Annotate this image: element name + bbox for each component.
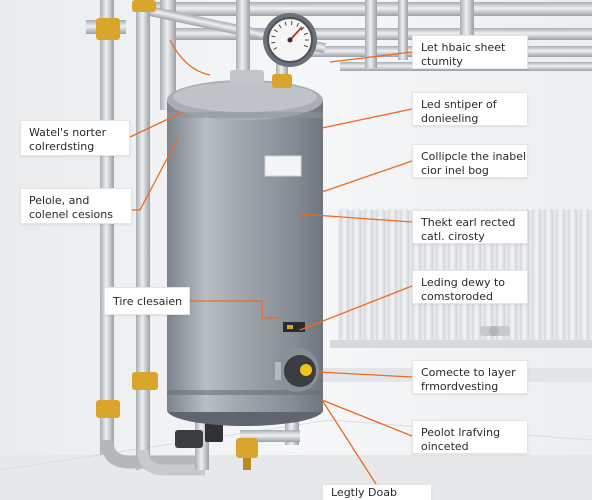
callout-text: donieeling — [421, 112, 479, 125]
leader-line — [169, 39, 211, 76]
callout-mid-right-1: Collipcle the inabel cior inel bog — [412, 144, 528, 178]
leader-line — [321, 399, 413, 437]
callout-left-2: Pelole, and colenel cesions — [20, 188, 132, 224]
callout-low-right-2: Peolot lrafving oinceted — [412, 420, 528, 454]
callout-text: Comecte to layer — [421, 366, 516, 379]
tank-label-plate — [264, 155, 302, 177]
callout-text: Led sntiper of — [421, 98, 497, 111]
leader-line — [132, 137, 179, 211]
callout-top-right-1: Let hbaic sheet ctumity — [412, 35, 528, 69]
gauge-tick — [303, 44, 308, 48]
callout-text: ctumity — [421, 55, 463, 68]
leader-line — [321, 399, 377, 485]
radiator-fin — [388, 208, 397, 342]
radiator-fin — [568, 208, 577, 342]
leader-line — [317, 371, 413, 378]
callout-top-right-2: Led sntiper of donieeling — [412, 92, 528, 126]
radiator-fin — [544, 208, 553, 342]
callout-text: Peolot lrafving — [421, 426, 501, 439]
left-pipes — [86, 0, 205, 476]
callout-text: colenel cesions — [29, 208, 113, 221]
radiator-fin — [352, 208, 361, 342]
callout-text: Collipcle the inabel — [421, 150, 527, 163]
gauge-tick — [271, 41, 276, 44]
callout-text: Legtly Doab — [331, 486, 397, 499]
gauge-tick — [296, 22, 300, 27]
callout-left-3: Tire clesaien — [104, 287, 190, 315]
pressure-gauge-icon — [230, 0, 317, 88]
gauge-tick — [273, 29, 278, 33]
callout-text: Pelole, and — [29, 194, 90, 207]
gauge-tick — [300, 26, 305, 31]
thermostat-label-icon — [275, 348, 319, 392]
callout-text: frmordvesting — [421, 380, 499, 393]
callout-left-1: Watel's norter colrerdsting — [20, 120, 130, 156]
leader-line — [329, 51, 413, 63]
callout-mid-right-3: Leding dewy to comstoroded — [412, 270, 528, 304]
gauge-tick — [284, 21, 287, 26]
callout-bottom: Legtly Doab — [322, 484, 432, 500]
callout-text: Leding dewy to — [421, 276, 505, 289]
callout-text: colrerdsting — [29, 140, 95, 153]
gauge-tick — [273, 47, 278, 50]
floor — [0, 455, 592, 500]
radiator-fin — [376, 208, 385, 342]
leader-line — [299, 285, 413, 331]
gauge-tick — [303, 32, 308, 36]
callout-low-right-1: Comecte to layer frmordvesting — [412, 360, 528, 394]
gauge-tick — [271, 35, 276, 38]
leader-lines — [129, 39, 413, 485]
callout-text: Tire clesaien — [113, 295, 183, 308]
callout-text: comstoroded — [421, 290, 494, 303]
callout-text: Watel's norter — [29, 126, 107, 139]
leader-line — [321, 108, 413, 129]
callout-text: catl. cirosty — [421, 230, 485, 243]
callout-text: Thekt earl rected — [421, 216, 516, 229]
callout-text: cior inel bog — [421, 164, 489, 177]
callout-mid-right-2: Thekt earl rected catl. cirosty — [412, 210, 528, 244]
radiator-fin — [532, 208, 541, 342]
leader-line — [299, 213, 413, 223]
leader-line — [190, 300, 280, 319]
radiator-fin — [556, 208, 565, 342]
radiator-fin — [580, 208, 589, 342]
gauge-tick — [278, 24, 282, 29]
radiator-fin — [364, 208, 373, 342]
callout-text: Let hbaic sheet — [421, 41, 506, 54]
callout-text: oinceted — [421, 440, 469, 453]
leader-line — [129, 111, 184, 138]
radiator-fin — [340, 208, 349, 342]
leader-line — [321, 160, 413, 193]
radiator-fin — [400, 208, 409, 342]
